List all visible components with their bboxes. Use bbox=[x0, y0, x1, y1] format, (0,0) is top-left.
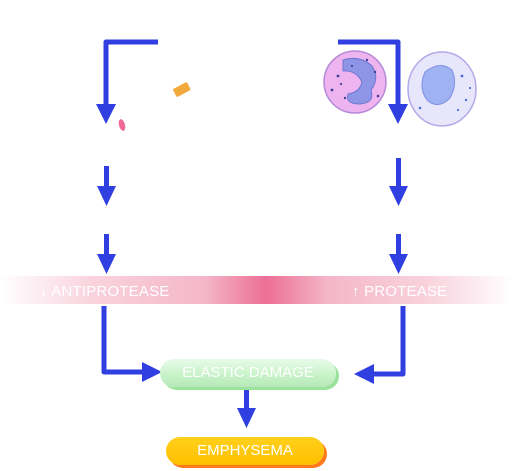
right-arrow-3 bbox=[389, 234, 408, 274]
protease-balance-band bbox=[0, 276, 512, 304]
emphysema-box: EMPHYSEMA bbox=[166, 437, 324, 465]
left-top-arrowhead bbox=[96, 104, 116, 124]
right-arrow-2 bbox=[389, 158, 408, 206]
left-arrow-2 bbox=[97, 166, 116, 206]
right-bottom-arrowhead bbox=[354, 364, 374, 384]
left-bottom-arrowhead bbox=[142, 362, 162, 382]
lung-lesion-icon bbox=[118, 119, 126, 131]
antiprotease-label: ↓ ANTIPROTEASE bbox=[40, 283, 170, 300]
right-top-arrow bbox=[338, 39, 401, 106]
neutrophil-icon bbox=[323, 50, 387, 114]
right-top-arrowhead bbox=[388, 104, 408, 124]
left-top-arrow bbox=[103, 39, 158, 106]
right-bottom-arrow bbox=[372, 306, 406, 377]
left-arrow-3 bbox=[97, 234, 116, 274]
elastic-damage-box: ELASTIC DAMAGE bbox=[160, 359, 336, 387]
cigarette-icon bbox=[173, 82, 191, 97]
protease-label: ↑ PROTEASE bbox=[352, 283, 448, 300]
left-bottom-arrow bbox=[101, 306, 144, 375]
macrophage-icon bbox=[407, 51, 477, 127]
center-arrow bbox=[237, 390, 256, 428]
